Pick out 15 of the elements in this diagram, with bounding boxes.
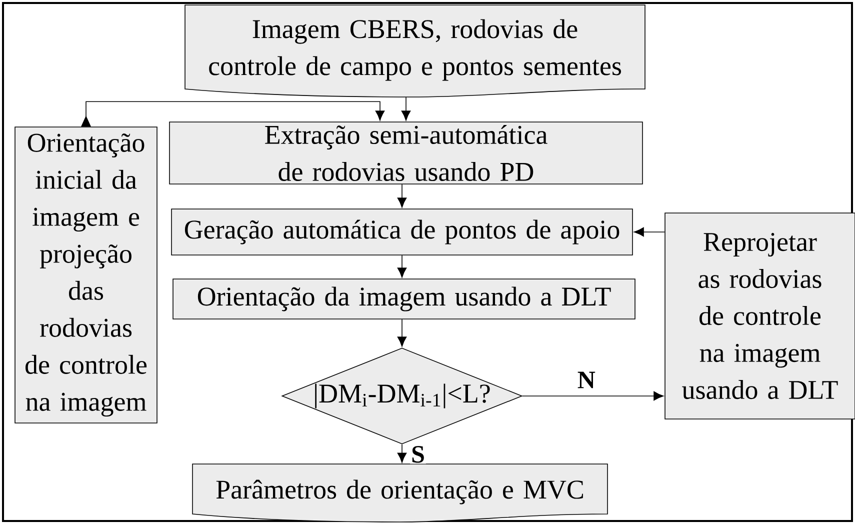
- arrow: [522, 391, 664, 401]
- edge-label: N: [576, 370, 596, 390]
- process-box: Geração automática de pontos de apoio: [171, 208, 633, 256]
- process-box: Orientação da imagem usando a DLT: [172, 278, 636, 320]
- arrow: [401, 96, 411, 121]
- arrow: [397, 255, 407, 278]
- process-box: Reprojetar as rodovias de controle na imagem usando a DLT: [664, 212, 855, 420]
- process-box: Orientação inicial da imagem e projeção das rodovias de controle na imagem: [14, 126, 158, 424]
- arrow: [397, 184, 407, 208]
- arrow: [81, 101, 385, 127]
- arrow: [634, 227, 665, 237]
- edge-label: S: [410, 445, 426, 464]
- arrow: [397, 444, 407, 463]
- arrow: [397, 319, 407, 347]
- process-box: Extração semi-automática de rodovias usando PD: [169, 122, 643, 184]
